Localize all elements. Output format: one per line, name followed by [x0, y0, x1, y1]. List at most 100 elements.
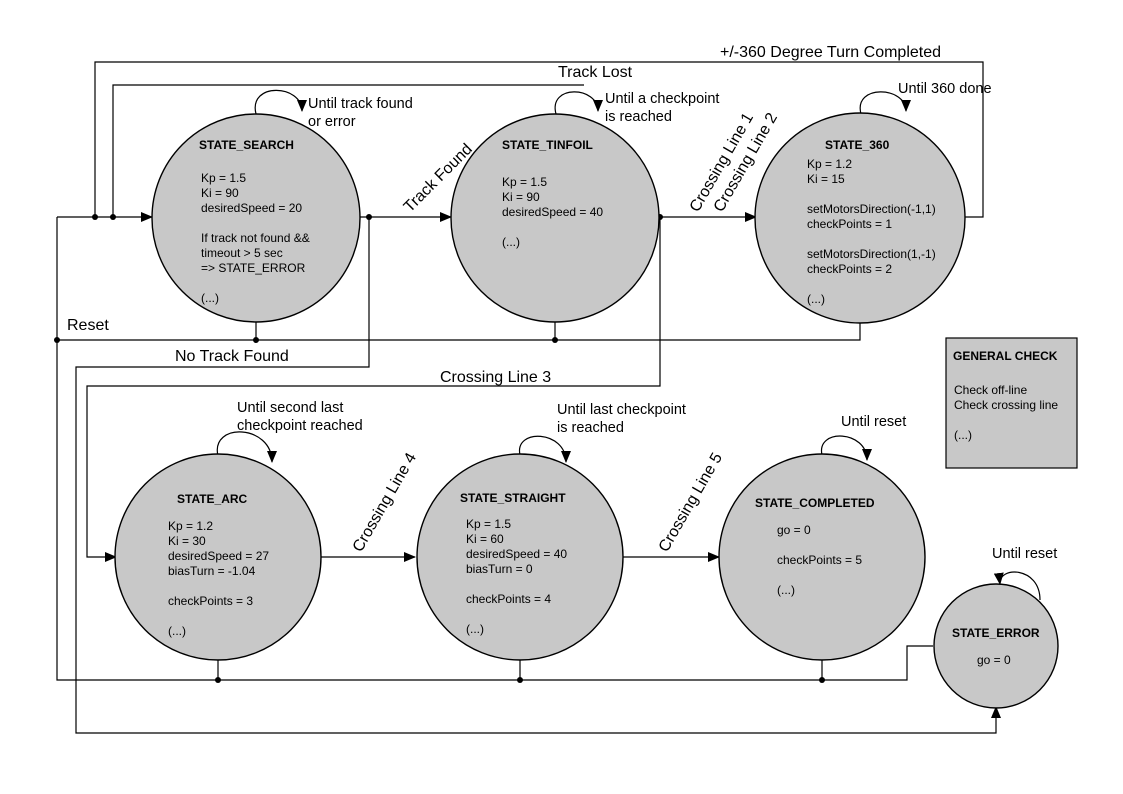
state-detail-line	[502, 220, 505, 234]
loop-label-search-1: Until track found	[308, 96, 413, 112]
loop-label-360: Until 360 done	[898, 81, 992, 97]
self-loops	[216, 89, 1041, 601]
state-detail-line: (...)	[502, 235, 520, 249]
state-detail-line	[201, 276, 204, 290]
self-loop-completed	[821, 435, 872, 461]
state-detail-line: (...)	[777, 583, 795, 597]
edge-no-track-found	[75, 217, 1001, 734]
state-detail-line: Kp = 1.2	[168, 519, 213, 533]
loop-label-tinfoil-1: Until a checkpoint	[605, 91, 719, 107]
loop-label-tinfoil-2: is reached	[605, 109, 672, 125]
label-crossing-3: Crossing Line 3	[440, 369, 551, 386]
state-360-circle	[754, 112, 966, 324]
general-check-rect	[945, 337, 1078, 469]
state-detail-line: go = 0	[777, 523, 811, 537]
state-error: STATE_ERROR go = 0	[933, 583, 1059, 709]
edge-reset-top	[57, 323, 861, 341]
edge-track-lost	[112, 84, 584, 217]
state-detail-line: biasTurn = -1.04	[168, 564, 256, 578]
state-detail-line: timeout > 5 sec	[201, 246, 283, 260]
junction-dot	[92, 214, 98, 220]
state-detail-line: Check off-line	[954, 383, 1027, 397]
state-straight-title: STATE_STRAIGHT	[460, 491, 566, 505]
state-detail-line	[168, 579, 171, 593]
loop-label-error: Until reset	[992, 546, 1057, 562]
edge-reset-left	[56, 217, 933, 681]
junction-dot	[54, 337, 60, 343]
state-detail-line	[807, 187, 810, 201]
state-detail-line: checkPoints = 5	[777, 553, 862, 567]
state-detail-line	[466, 577, 469, 591]
state-detail-line: (...)	[201, 291, 219, 305]
junction-dot	[215, 677, 221, 683]
state-detail-line: Ki = 60	[466, 532, 504, 546]
junction-dot	[366, 214, 372, 220]
label-crossing-5: Crossing Line 5	[656, 450, 726, 555]
state-search-title: STATE_SEARCH	[199, 138, 294, 152]
state-detail-line	[168, 609, 171, 623]
label-no-track-found: No Track Found	[175, 348, 289, 365]
state-arc-title: STATE_ARC	[177, 492, 248, 506]
state-detail-line: checkPoints = 4	[466, 592, 551, 606]
state-completed-circle	[718, 453, 926, 661]
label-reset: Reset	[67, 317, 109, 334]
junctions	[54, 214, 825, 683]
state-detail-line: Kp = 1.5	[201, 171, 246, 185]
self-loop-arc	[216, 431, 277, 463]
state-detail-line: go = 0	[977, 653, 1011, 667]
label-track-lost: Track Lost	[558, 64, 633, 81]
state-tinfoil-circle	[450, 113, 660, 323]
loop-label-straight-1: Until last checkpoint	[557, 402, 686, 418]
state-detail-line: checkPoints = 1	[807, 217, 892, 231]
state-detail-line	[807, 277, 810, 291]
state-detail-line: desiredSpeed = 27	[168, 549, 269, 563]
state-detail-line: Kp = 1.5	[502, 175, 547, 189]
state-completed: STATE_COMPLETED go = 0 checkPoints = 5 (…	[718, 453, 926, 661]
junction-dot	[253, 337, 259, 343]
self-loop-360	[859, 91, 911, 115]
state-detail-line: biasTurn = 0	[466, 562, 533, 576]
state-detail-line	[777, 538, 780, 552]
state-detail-line	[466, 607, 469, 621]
state-detail-line	[807, 232, 810, 246]
state-detail-line	[201, 216, 204, 230]
state-search-circle	[151, 113, 361, 323]
junction-dot	[517, 677, 523, 683]
state-error-title: STATE_ERROR	[952, 626, 1040, 640]
loop-label-arc-2: checkpoint reached	[237, 418, 363, 434]
general-check-title: GENERAL CHECK	[953, 349, 1058, 363]
state-detail-line: Check crossing line	[954, 398, 1058, 412]
state-detail-line: Kp = 1.2	[807, 157, 852, 171]
state-detail-line: desiredSpeed = 40	[466, 547, 567, 561]
state-tinfoil-title: STATE_TINFOIL	[502, 138, 593, 152]
state-detail-line: Ki = 90	[201, 186, 239, 200]
state-completed-title: STATE_COMPLETED	[755, 496, 875, 510]
state-360-title: STATE_360	[825, 138, 890, 152]
self-loop-straight	[519, 435, 571, 463]
self-loop-labels: Until track found or error Until a check…	[237, 81, 1057, 562]
state-detail-line: Ki = 90	[502, 190, 540, 204]
state-detail-line: (...)	[466, 622, 484, 636]
state-detail-line: setMotorsDirection(-1,1)	[807, 202, 936, 216]
state-detail-line: Ki = 15	[807, 172, 845, 186]
edges	[56, 61, 1001, 734]
edge-crossing-3	[86, 217, 661, 562]
state-detail-line	[954, 413, 957, 427]
state-completed-detail: go = 0 checkPoints = 5 (...)	[777, 523, 862, 597]
state-detail-line: checkPoints = 2	[807, 262, 892, 276]
edge-turn-completed	[94, 61, 984, 218]
state-detail-line: => STATE_ERROR	[201, 261, 306, 275]
loop-label-arc-1: Until second last	[237, 400, 343, 416]
